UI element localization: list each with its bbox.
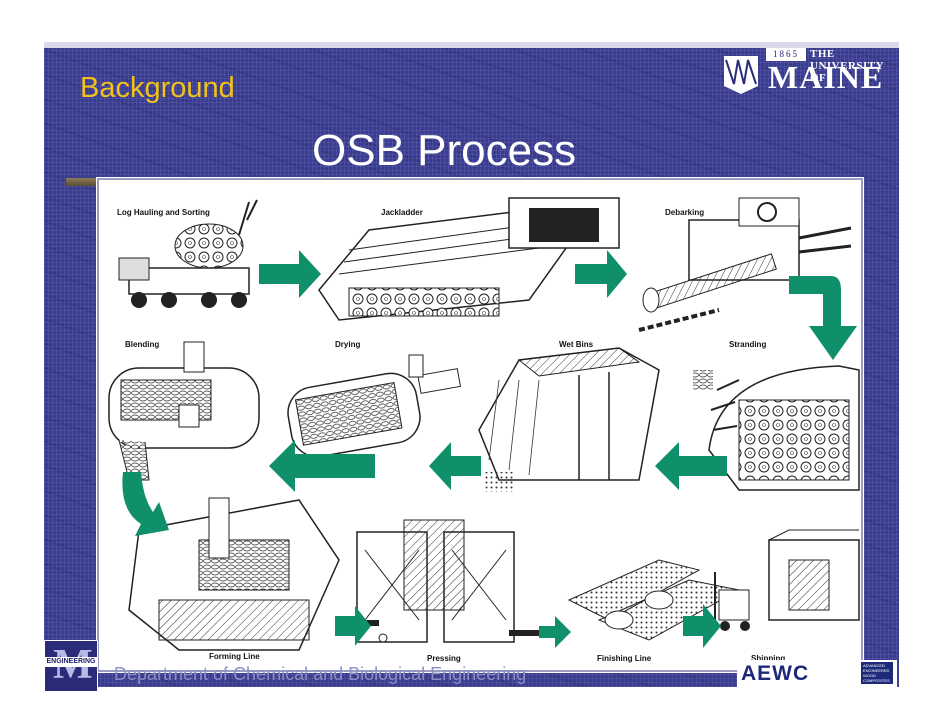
wet-bins-illustration: [478, 347, 660, 492]
step-label-pressing: Pressing: [427, 654, 461, 663]
university-of-maine-logo: 1865 THE UNIVERSITY OF MAINE: [722, 48, 894, 94]
footer-department: Department of Chemical and Biological En…: [114, 664, 527, 684]
arrow-right-icon: [259, 250, 321, 298]
arrow-right-icon: [539, 616, 571, 648]
engineering-logo: M ENGINEERING: [44, 640, 98, 692]
section-label: Background: [80, 72, 235, 104]
arrow-left-icon: [269, 440, 375, 492]
arrow-right-icon: [683, 604, 721, 648]
aewc-logo: AEWC ADVANCED ENGINEERED WOOD COMPOSITES…: [737, 660, 897, 688]
osb-process-diagram: Log Hauling and Sorting Jackladder Debar…: [97, 178, 863, 672]
process-illustration: [108, 197, 860, 651]
arrow-right-icon: [575, 250, 627, 298]
step-label-drying: Drying: [335, 340, 361, 349]
founding-year: 1865: [766, 48, 806, 61]
drying-illustration: [287, 354, 462, 458]
arrow-left-icon: [655, 442, 727, 490]
step-label-shipping: Shipping: [751, 654, 786, 663]
step-label-blending: Blending: [125, 340, 160, 349]
step-label-finishing-line: Finishing Line: [597, 654, 652, 663]
arrow-left-icon: [429, 442, 481, 490]
university-label: THE UNIVERSITY OF: [810, 48, 884, 84]
slide-top-strip: [44, 42, 899, 48]
university-seal-icon: [724, 56, 758, 94]
slide-title: OSB Process: [312, 126, 577, 175]
step-label-wet-bins: Wet Bins: [559, 340, 594, 349]
step-label-forming-line: Forming Line: [209, 652, 260, 661]
jackladder-illustration: [318, 197, 620, 321]
blending-illustration: [108, 341, 260, 481]
step-label-stranding: Stranding: [729, 340, 767, 349]
debarking-illustration: [638, 197, 852, 332]
finishing-line-illustration: [567, 559, 741, 641]
pressing-illustration: [339, 519, 559, 643]
forming-line-illustration: [128, 497, 340, 651]
maine-wordmark: MAINE: [768, 59, 884, 95]
log-hauling-illustration: [118, 199, 258, 308]
arrow-right-icon: [335, 606, 371, 646]
arrow-curve-down-icon: [122, 472, 169, 536]
aewc-abbr: AEWC: [741, 662, 810, 685]
arrow-curve-down-icon: [789, 276, 857, 360]
aewc-small-text: ADVANCED ENGINEERED WOOD COMPOSITES CENT…: [861, 662, 893, 688]
stranding-illustration: [693, 365, 860, 491]
step-label-jackladder: Jackladder: [381, 208, 423, 217]
step-label-log-hauling: Log Hauling and Sorting: [117, 208, 210, 217]
step-label-debarking: Debarking: [665, 208, 705, 217]
shipping-illustration: [714, 529, 860, 631]
engineering-logo-band: ENGINEERING: [45, 657, 97, 667]
